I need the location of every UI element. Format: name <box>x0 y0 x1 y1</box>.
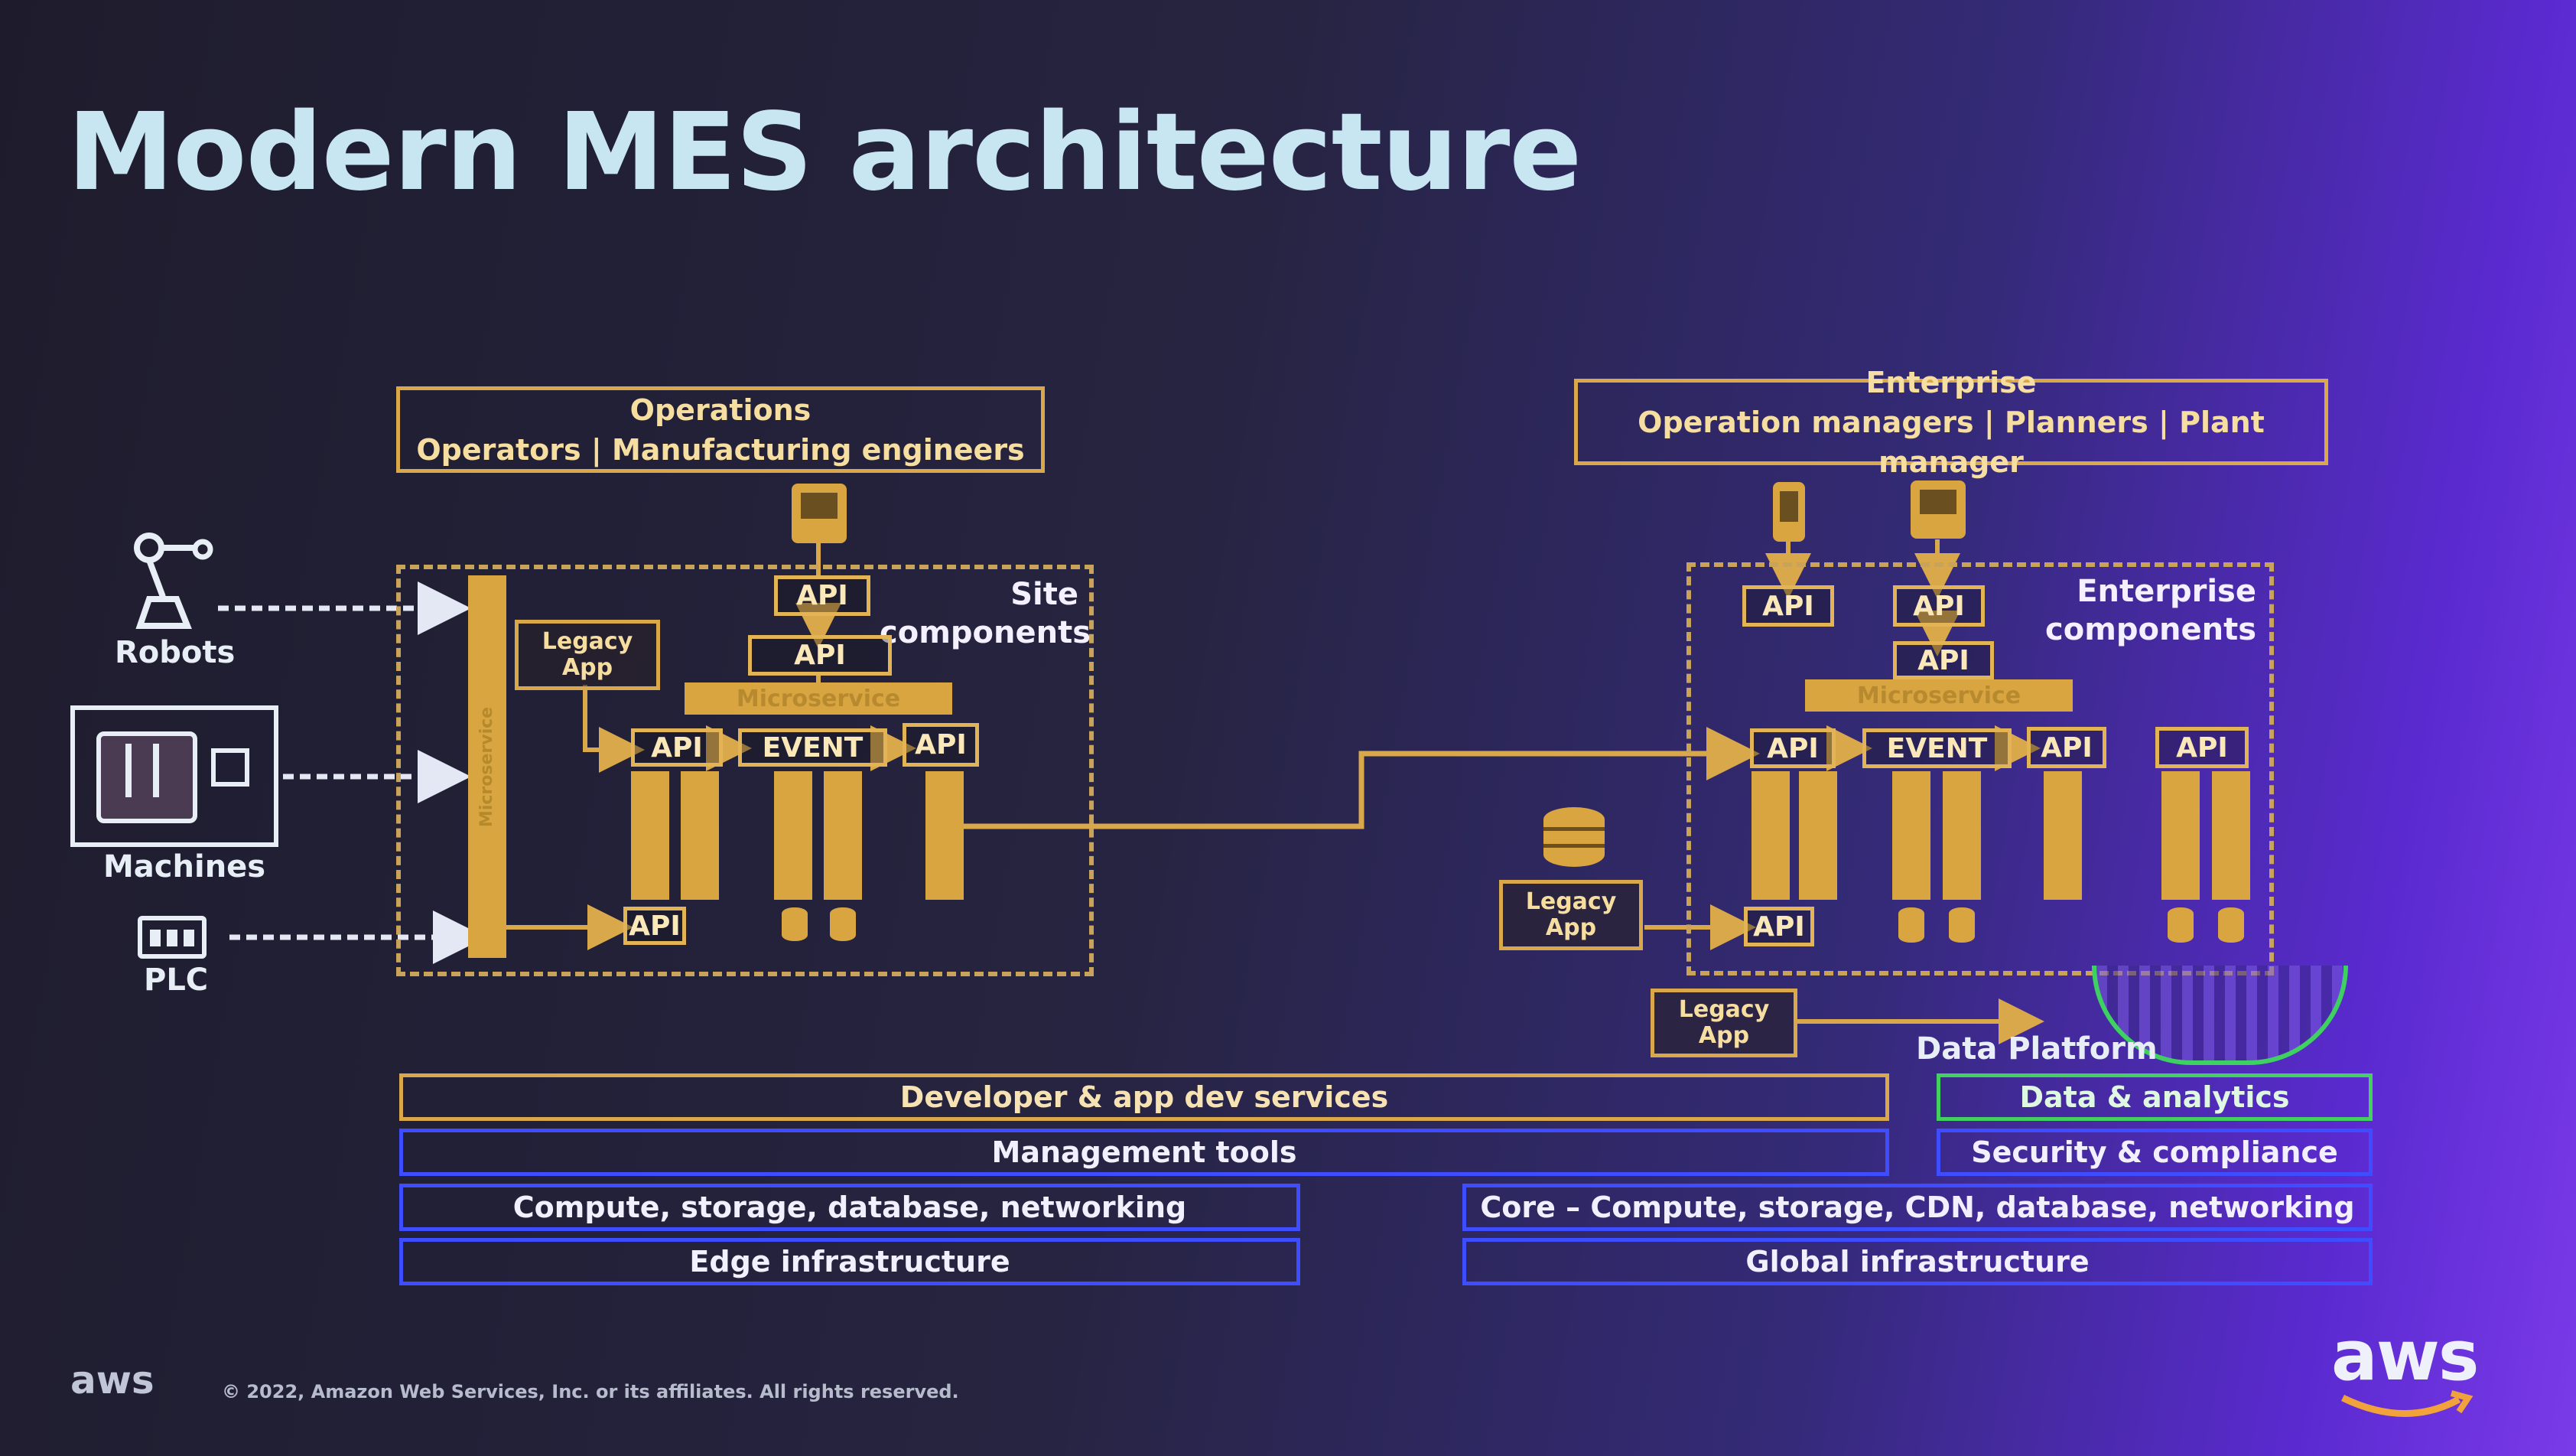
tablet-icon <box>1911 480 1966 539</box>
site-microservice-vertical: Microservice <box>468 575 506 958</box>
data-platform-label: Data Platform <box>1916 1031 2158 1067</box>
ent-api-left: API <box>1750 728 1836 768</box>
layer-compute-edge: Compute, storage, database, networking <box>399 1184 1300 1231</box>
ent-microservice-col <box>2044 771 2082 900</box>
layer-data-analytics: Data & analytics <box>1937 1073 2373 1121</box>
copyright-text: © 2022, Amazon Web Services, Inc. or its… <box>222 1381 959 1402</box>
enterprise-title: Enterprise <box>1865 365 2037 399</box>
tablet-icon <box>792 484 847 543</box>
site-microservice-col <box>925 771 964 900</box>
enterprise-subtitle: Operation managers | Planners | Plant ma… <box>1638 405 2265 479</box>
database-icon <box>1898 907 1924 943</box>
site-legacy-app: Legacy App <box>515 620 660 690</box>
database-icon <box>2168 907 2194 943</box>
layer-dev-services: Developer & app dev services <box>399 1073 1889 1121</box>
layer-edge-infra: Edge infrastructure <box>399 1238 1300 1285</box>
layer-core: Core – Compute, storage, CDN, database, … <box>1462 1184 2373 1231</box>
site-api-right: API <box>903 723 979 767</box>
site-components-container <box>396 565 1094 976</box>
database-icon <box>2218 907 2244 943</box>
ent-api-tablet: API <box>1893 585 1985 627</box>
site-microservice-col <box>631 771 669 900</box>
ent-api-mid: API <box>1893 641 1994 679</box>
site-event: EVENT <box>738 728 887 767</box>
operations-subtitle: Operators | Manufacturing engineers <box>416 432 1025 467</box>
aws-logo-large: aws <box>2331 1316 2479 1396</box>
aws-logo-small: aws <box>70 1358 154 1402</box>
robots-label: Robots <box>115 635 236 670</box>
ent-microservice-bar: Microservice <box>1805 679 2073 712</box>
site-api-top: API <box>774 575 870 616</box>
database-icon <box>782 907 808 941</box>
ent-api-phone: API <box>1742 585 1834 627</box>
operations-box: Operations Operators | Manufacturing eng… <box>396 386 1045 473</box>
layer-management-tools: Management tools <box>399 1129 1889 1176</box>
enterprise-components-container <box>1686 562 2274 976</box>
enterprise-box: Enterprise Operation managers | Planners… <box>1574 366 2328 479</box>
plc-label: PLC <box>144 963 209 998</box>
ent-microservice-col <box>2161 771 2200 900</box>
ent-microservice-col <box>2212 771 2250 900</box>
ent-api-right: API <box>2027 727 2106 768</box>
aws-smile-icon <box>2341 1390 2474 1417</box>
site-microservice-col <box>681 771 719 900</box>
enterprise-components-label: Enterprise components <box>2045 574 2256 647</box>
ent-microservice-col <box>1799 771 1837 900</box>
layer-security: Security & compliance <box>1937 1129 2373 1176</box>
ent-api-bottom: API <box>1744 907 1814 946</box>
database-icon <box>1543 807 1605 867</box>
site-to-enterprise-link <box>964 727 1760 829</box>
ent-microservice-col <box>1943 771 1981 900</box>
ent-microservice-col <box>1892 771 1930 900</box>
machines-label: Machines <box>103 849 266 884</box>
database-icon <box>1949 907 1975 943</box>
operations-title: Operations <box>629 393 812 427</box>
site-microservice-bar: Microservice <box>685 682 952 715</box>
slide-title: Modern MES architecture <box>67 90 1582 215</box>
machine-icon <box>70 705 278 847</box>
robot-arm-icon <box>134 533 213 629</box>
site-microservice-col <box>824 771 862 900</box>
site-api-bottom: API <box>623 907 686 945</box>
phone-icon <box>1773 482 1805 542</box>
database-icon <box>830 907 856 941</box>
site-components-label: Site components <box>880 577 1091 650</box>
plc-icon <box>138 916 207 959</box>
ent-event: EVENT <box>1862 728 2012 768</box>
site-api-mid: API <box>748 635 892 676</box>
site-api-left: API <box>631 728 723 767</box>
ent-legacy-app: Legacy App <box>1499 880 1643 950</box>
ent-microservice-col <box>1751 771 1790 900</box>
ent-api-far-right: API <box>2155 727 2249 768</box>
site-microservice-col <box>774 771 812 900</box>
ent-legacy-app-lower: Legacy App <box>1651 989 1797 1057</box>
layer-global-infra: Global infrastructure <box>1462 1238 2373 1285</box>
